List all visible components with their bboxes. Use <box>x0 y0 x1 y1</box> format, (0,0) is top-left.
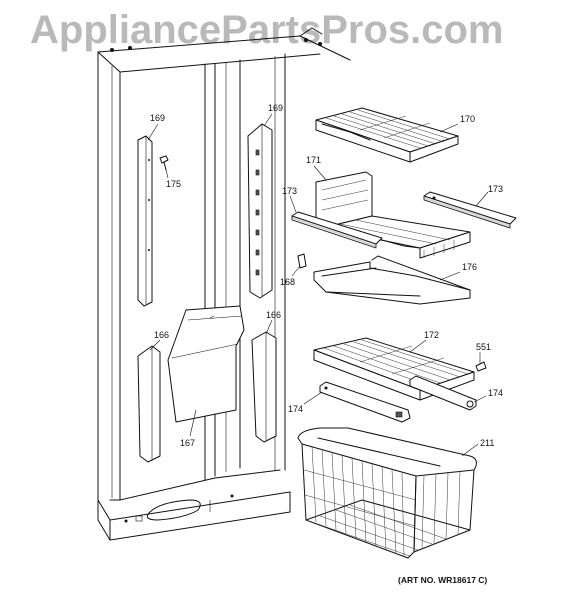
callout-551: 551 <box>476 342 491 352</box>
leader-lines <box>147 113 489 457</box>
watermark: AppliancePartsPros.com <box>30 8 504 52</box>
slide-rail-right-173 <box>423 191 517 229</box>
callout-169-right: 169 <box>268 103 283 113</box>
callout-171: 171 <box>306 155 321 165</box>
slide-rail-right-174 <box>409 375 477 411</box>
callout-166-right: 166 <box>266 310 281 320</box>
bracket-right-166 <box>251 331 277 443</box>
callout-173-left: 173 <box>282 186 297 196</box>
clip-168 <box>297 253 307 269</box>
shelf-frame-176 <box>313 255 471 305</box>
callout-166-left: 166 <box>154 330 169 340</box>
pin-551 <box>475 361 487 372</box>
freezer-cabinet <box>97 27 351 541</box>
callout-173-right: 173 <box>488 184 503 194</box>
callout-167: 167 <box>180 438 195 448</box>
callout-168: 168 <box>280 277 295 287</box>
screw-175 <box>159 155 169 171</box>
slide-rail-left-173 <box>291 211 383 249</box>
art-number: (ART NO. WR18617 C) <box>398 575 488 585</box>
callout-176: 176 <box>462 262 477 272</box>
divider-panel-167 <box>167 305 245 423</box>
wire-basket-211 <box>297 427 477 559</box>
wire-shelf-170 <box>315 107 459 163</box>
callout-172: 172 <box>424 330 439 340</box>
callout-labels: 169 169 175 170 171 173 173 168 176 166 … <box>150 103 503 448</box>
wire-basket-171 <box>315 171 471 259</box>
bracket-left-166 <box>137 345 161 463</box>
callout-169-left: 169 <box>150 113 165 123</box>
shelf-rail-right-169 <box>247 123 273 299</box>
callout-170: 170 <box>460 114 475 124</box>
slide-rail-left-174 <box>319 381 411 423</box>
shelf-rail-left-169 <box>137 135 153 307</box>
wire-shelf-172 <box>313 337 475 401</box>
callout-174-right: 174 <box>488 388 503 398</box>
callout-211: 211 <box>480 438 494 448</box>
callout-174-left: 174 <box>288 404 303 414</box>
callout-175: 175 <box>166 179 181 189</box>
